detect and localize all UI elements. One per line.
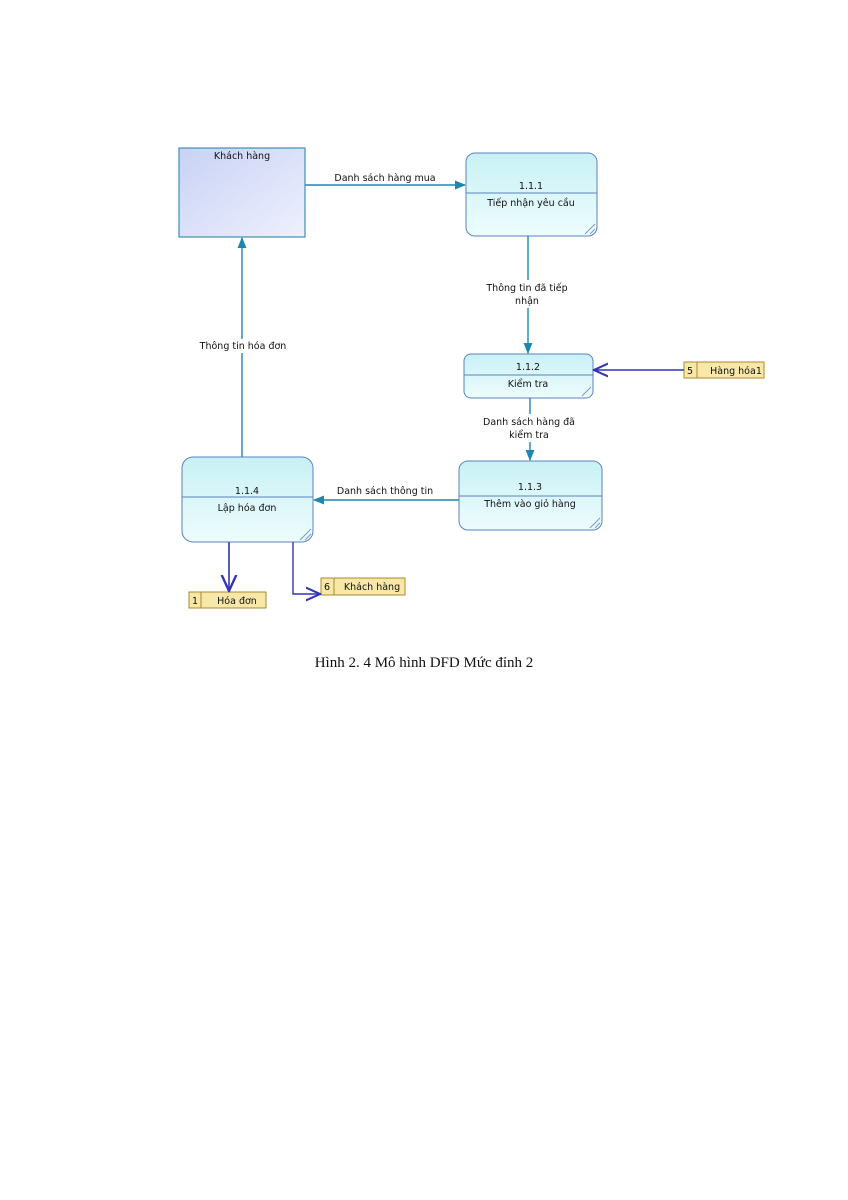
flow-label: Thông tin hóa đơn [199,341,287,352]
store-label: Khách hàng [344,582,400,593]
flow-label-line1: Thông tin đã tiếp [485,283,567,294]
flow-lap-hoa-don-to-khach-hang[interactable] [292,542,320,594]
process-id: 1.1.3 [518,482,542,493]
process-1-1-1[interactable]: 1.1.1 Tiếp nhận yêu cầu [465,152,598,237]
process-1-1-3[interactable]: 1.1.3 Thêm vào giỏ hàng [458,460,603,531]
data-store-hang-hoa1[interactable]: 5 Hàng hóa1 [683,361,765,379]
store-number: 6 [324,582,330,593]
process-label: Thêm vào giỏ hàng [483,499,576,510]
process-1-1-2[interactable]: 1.1.2 Kiểm tra [463,353,594,399]
store-number: 1 [192,596,198,607]
process-label: Lập hóa đơn [218,503,277,514]
flow-label-line1: Danh sách hàng đã [483,417,575,428]
flow-label-line2: kiểm tra [509,430,549,441]
data-store-khach-hang[interactable]: 6 Khách hàng [320,577,406,596]
flow-danh-sach-hang-mua[interactable]: Danh sách hàng mua [305,173,467,190]
flow-thong-tin-da-tiep-nhan[interactable]: Thông tin đã tiếp nhận [482,236,576,355]
process-id: 1.1.2 [516,362,540,373]
store-number: 5 [687,366,693,377]
external-entity-khach-hang[interactable]: Khách hàng [178,147,306,238]
flow-thong-tin-hoa-don[interactable]: Thông tin hóa đơn [198,236,288,457]
process-id: 1.1.4 [235,486,259,497]
store-label: Hàng hóa1 [710,366,762,377]
data-store-hoa-don[interactable]: 1 Hóa đơn [188,591,267,609]
entity-label: Khách hàng [214,151,270,162]
process-id: 1.1.1 [519,181,543,192]
process-1-1-4[interactable]: 1.1.4 Lập hóa đơn [181,456,314,543]
store-label: Hóa đơn [217,596,257,607]
flow-label-line2: nhận [515,296,539,307]
process-label: Kiểm tra [508,379,548,390]
flow-label: Danh sách thông tin [337,486,433,497]
flow-danh-sach-hang-da-kiem-tra[interactable]: Danh sách hàng đã kiểm tra [481,398,579,462]
process-label: Tiếp nhận yêu cầu [486,198,575,209]
flow-label: Danh sách hàng mua [334,173,435,184]
flow-danh-sach-thong-tin[interactable]: Danh sách thông tin [312,486,459,505]
figure-caption: Hình 2. 4 Mô hình DFD Mức đỉnh 2 [314,655,534,671]
